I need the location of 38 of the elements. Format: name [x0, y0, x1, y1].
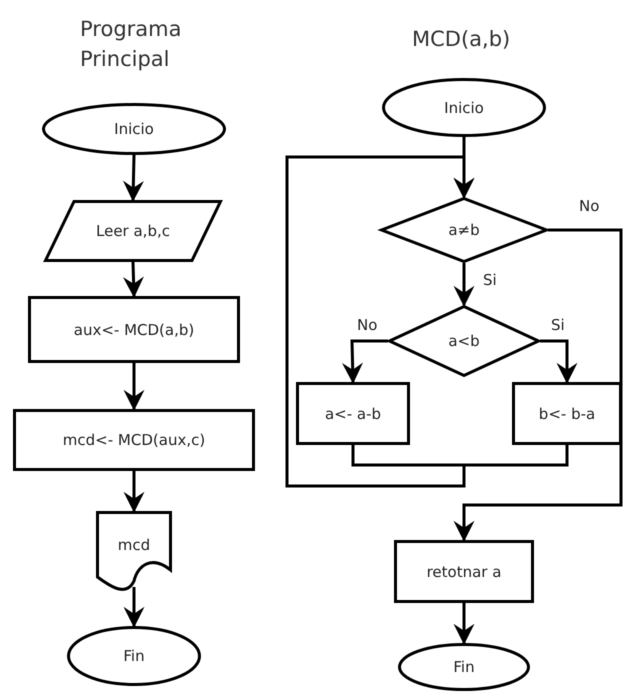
node-text: retotnar a — [426, 562, 502, 580]
node-text: Fin — [453, 658, 475, 676]
flow-arrow — [122, 262, 144, 298]
flow-arrow — [540, 340, 578, 384]
flow-arrow — [124, 363, 144, 411]
decision-diamond — [388, 305, 540, 377]
process-box — [394, 540, 534, 603]
flow-arrow — [454, 228, 622, 542]
input-parallelogram — [44, 200, 222, 262]
flow-arrow — [124, 471, 144, 513]
node-text: mcd — [118, 536, 150, 554]
node-text: b<- b-a — [538, 404, 596, 422]
flow-arrow — [122, 154, 144, 202]
terminal-oval — [67, 626, 201, 686]
terminal-oval — [398, 643, 530, 691]
terminal-oval — [382, 78, 546, 137]
node-text: mcd<- MCD(aux,c) — [62, 431, 206, 449]
node-text: Inicio — [114, 120, 154, 138]
node-text: Fin — [123, 647, 145, 665]
diagram-heading: MCD(a,b) — [412, 26, 512, 53]
flow-arrow — [286, 156, 568, 488]
flow-arrow — [342, 340, 388, 384]
node-text: Inicio — [444, 98, 484, 116]
flow-arrow — [124, 587, 144, 628]
process-box — [296, 382, 410, 445]
flow-arrow — [454, 603, 474, 645]
process-box — [512, 382, 622, 445]
node-text: aux<- MCD(a,b) — [74, 320, 194, 338]
flow-arrow — [454, 263, 474, 307]
diagram-heading: Programa Principal — [80, 16, 182, 73]
decision-diamond — [380, 197, 548, 263]
process-box — [13, 409, 255, 471]
node-text: Leer a,b,c — [96, 222, 170, 240]
node-text: a<b — [448, 332, 480, 350]
process-box — [28, 296, 240, 363]
node-text: a≠b — [448, 221, 480, 239]
terminal-oval — [42, 103, 226, 155]
node-text: a<- a-b — [324, 404, 382, 422]
